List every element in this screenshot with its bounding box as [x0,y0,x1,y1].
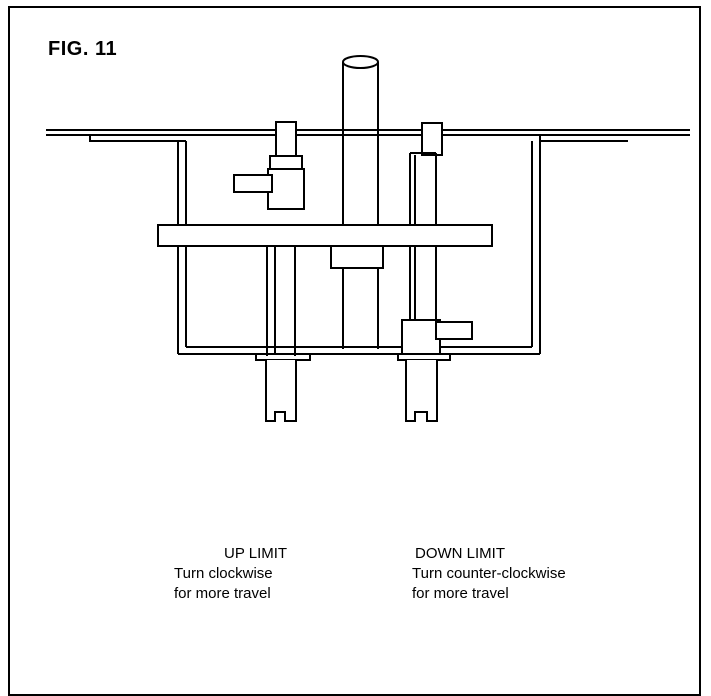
figure-title: FIG. 11 [48,38,118,60]
shaft-lower-lines [266,246,437,356]
limit-switch-diagram [46,55,690,422]
down-limit-line1: Turn counter-clockwise [412,565,566,582]
up-limit-caption: UP LIMIT Turn clockwise for more travel [174,544,374,604]
down-limit-caption: DOWN LIMIT Turn counter-clockwise for mo… [412,544,652,604]
down-limit-title: DOWN LIMIT [415,545,505,562]
up-limit-line2: for more travel [174,585,271,602]
down-limit-screw [397,122,473,422]
traveling-nut [330,244,384,269]
traveling-plate [157,224,493,247]
up-limit-screw [233,121,311,422]
figure-frame [8,6,701,696]
central-shaft [342,55,379,349]
up-limit-line1: Turn clockwise [174,565,273,582]
up-limit-title: UP LIMIT [224,545,288,562]
down-limit-line2: for more travel [412,585,509,602]
top-plate [46,129,690,142]
